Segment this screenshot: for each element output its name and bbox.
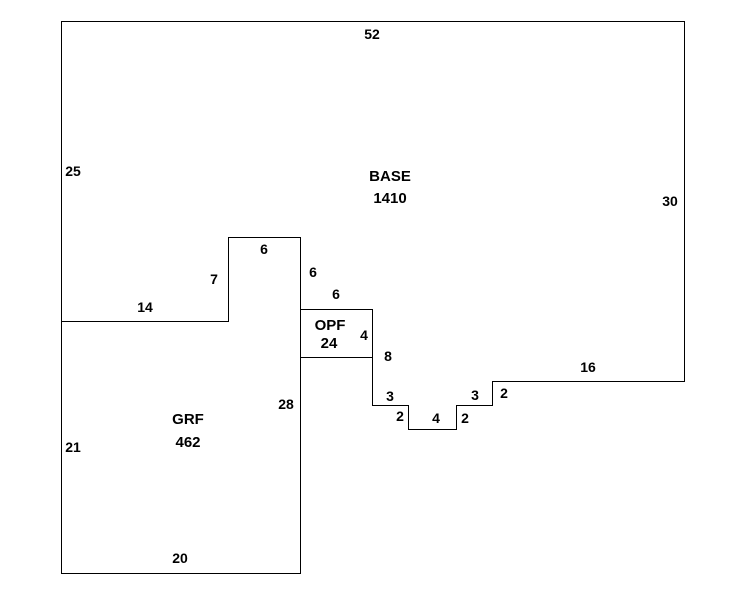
- dim-right: 30: [662, 193, 678, 209]
- dim-bottom-notch: 4: [432, 410, 440, 426]
- dim-grf-bottom: 20: [172, 550, 188, 566]
- dim-step-down: 8: [384, 348, 392, 364]
- dim-ledge: 14: [137, 299, 153, 315]
- dim-step-a: 3: [386, 388, 394, 404]
- dim-grf-left: 21: [65, 439, 81, 455]
- opf-area-name: OPF: [315, 317, 346, 334]
- dim-top: 52: [364, 26, 380, 42]
- grf-area-name: GRF: [172, 411, 204, 428]
- dim-notch-top: 6: [260, 241, 268, 257]
- dim-step-b: 2: [396, 408, 404, 424]
- dim-notch-left: 7: [210, 271, 218, 287]
- dim-grf-right: 28: [278, 396, 294, 412]
- base-area-name: BASE: [369, 168, 411, 185]
- opf-area-size: 24: [321, 335, 338, 352]
- grf-outline: [61, 237, 301, 574]
- grf-area-size: 462: [175, 434, 200, 451]
- dim-opf-top: 6: [332, 286, 340, 302]
- dim-left-upper: 25: [65, 163, 81, 179]
- base-area-size: 1410: [373, 190, 406, 207]
- dim-opf-right: 4: [360, 327, 368, 343]
- dim-notch-right: 6: [309, 264, 317, 280]
- dim-right-ledge: 16: [580, 359, 596, 375]
- dim-step-c: 2: [461, 410, 469, 426]
- opf-outline: [300, 309, 373, 358]
- dim-step-d: 3: [471, 387, 479, 403]
- dim-step-e: 2: [500, 385, 508, 401]
